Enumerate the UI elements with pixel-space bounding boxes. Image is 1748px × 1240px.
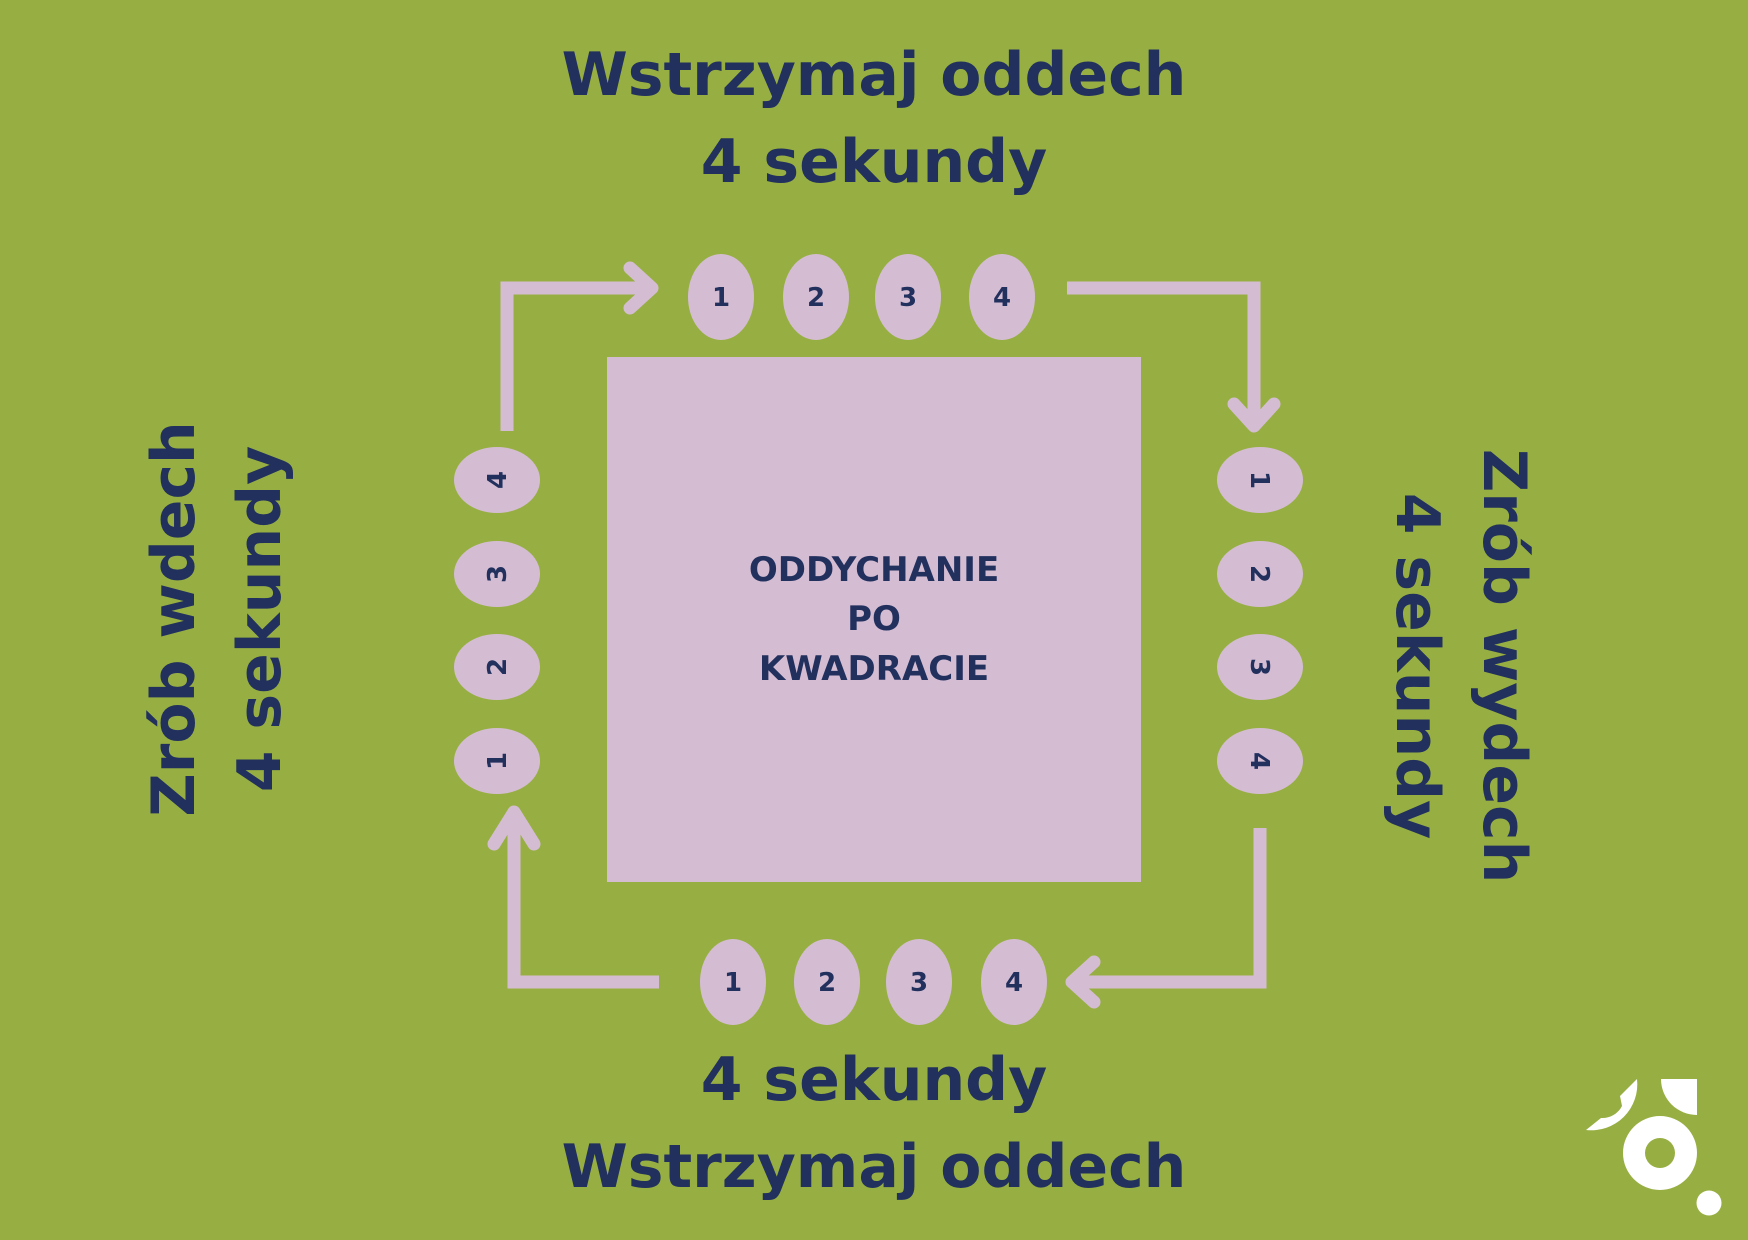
count-bubble: 4 bbox=[969, 254, 1035, 340]
center-title-line1: ODDYCHANIE bbox=[749, 550, 999, 590]
count-number: 3 bbox=[899, 283, 917, 313]
bottom-label-duration: 4 sekundy bbox=[701, 1045, 1047, 1115]
center-title-line3: KWADRACIE bbox=[759, 649, 989, 689]
arrow-top-left-icon bbox=[500, 261, 659, 431]
bottom-label-hold: Wstrzymaj oddech bbox=[562, 1132, 1187, 1202]
left-label-inhale: Zrób wdech bbox=[139, 421, 209, 817]
count-bubble: 1 bbox=[454, 728, 540, 794]
brand-logo bbox=[1586, 1079, 1722, 1216]
logo-quarter bbox=[1661, 1079, 1697, 1115]
count-number: 4 bbox=[483, 471, 513, 489]
count-number: 2 bbox=[1244, 565, 1274, 583]
center-title-line2: PO bbox=[847, 599, 901, 639]
count-bubble: 2 bbox=[454, 634, 540, 700]
arrow-bottom-left-icon bbox=[487, 805, 659, 989]
top-counters: 1 2 3 4 bbox=[688, 254, 1035, 340]
logo-crescent bbox=[1586, 1079, 1638, 1131]
center-square bbox=[607, 357, 1141, 882]
count-number: 1 bbox=[712, 283, 730, 313]
arrow-top-right-icon bbox=[1067, 281, 1281, 433]
count-bubble: 4 bbox=[1217, 728, 1303, 794]
count-number: 4 bbox=[1005, 968, 1023, 998]
logo-dot bbox=[1696, 1190, 1722, 1216]
bottom-counters: 1 2 3 4 bbox=[700, 939, 1047, 1025]
count-number: 3 bbox=[1244, 658, 1274, 676]
right-counters: 1 2 3 4 bbox=[1217, 447, 1303, 794]
count-bubble: 1 bbox=[700, 939, 766, 1025]
count-bubble: 2 bbox=[794, 939, 860, 1025]
count-bubble: 3 bbox=[1217, 634, 1303, 700]
top-label-hold: Wstrzymaj oddech bbox=[562, 40, 1187, 110]
count-number: 1 bbox=[483, 752, 513, 770]
count-number: 2 bbox=[818, 968, 836, 998]
count-number: 4 bbox=[993, 283, 1011, 313]
count-number: 4 bbox=[1244, 752, 1274, 770]
count-bubble: 4 bbox=[454, 447, 540, 513]
top-label-duration: 4 sekundy bbox=[701, 127, 1047, 197]
left-counters: 4 3 2 1 bbox=[454, 447, 540, 794]
logo-ring bbox=[1623, 1116, 1697, 1190]
count-number: 1 bbox=[724, 968, 742, 998]
count-bubble: 2 bbox=[1217, 541, 1303, 607]
count-number: 3 bbox=[483, 565, 513, 583]
count-number: 2 bbox=[807, 283, 825, 313]
right-label-exhale: Zrób wydech bbox=[1469, 449, 1539, 884]
count-bubble: 1 bbox=[688, 254, 754, 340]
count-bubble: 3 bbox=[886, 939, 952, 1025]
right-label-duration: 4 sekundy bbox=[1382, 493, 1452, 839]
count-number: 3 bbox=[910, 968, 928, 998]
count-bubble: 3 bbox=[875, 254, 941, 340]
count-bubble: 4 bbox=[981, 939, 1047, 1025]
count-bubble: 1 bbox=[1217, 447, 1303, 513]
arrow-bottom-right-icon bbox=[1065, 828, 1267, 1009]
count-bubble: 3 bbox=[454, 541, 540, 607]
count-number: 1 bbox=[1244, 471, 1274, 489]
left-label-duration: 4 sekundy bbox=[225, 446, 295, 792]
count-bubble: 2 bbox=[783, 254, 849, 340]
count-number: 2 bbox=[483, 658, 513, 676]
